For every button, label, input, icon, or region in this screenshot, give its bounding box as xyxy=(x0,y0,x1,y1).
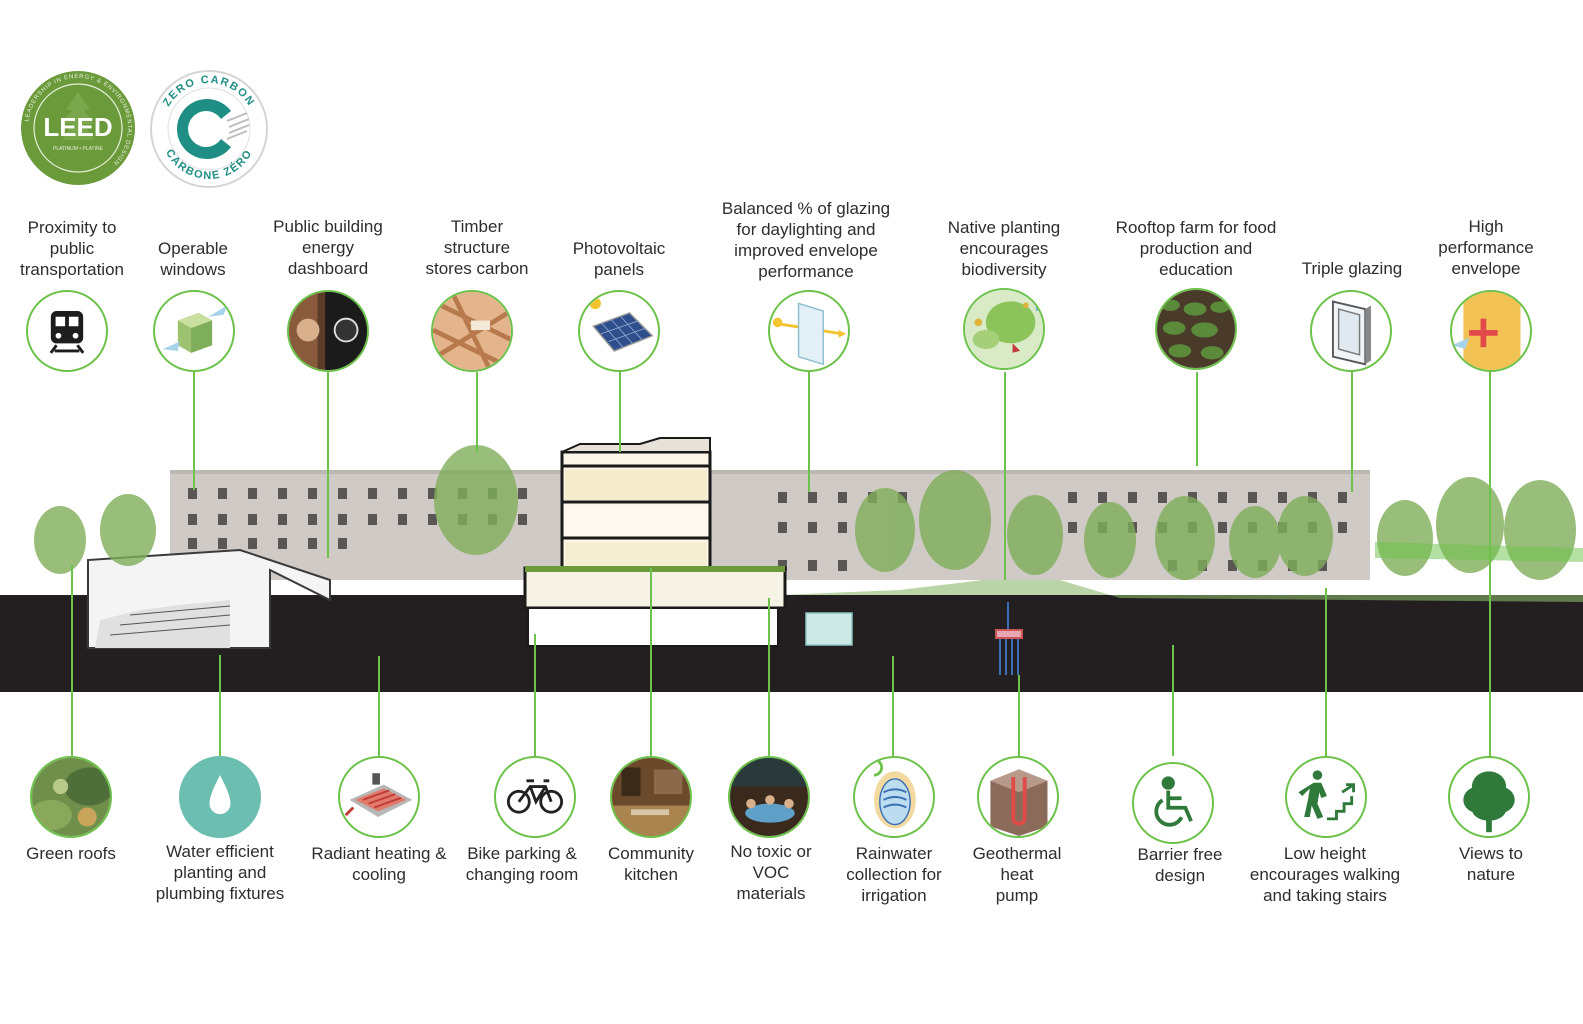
leader-line xyxy=(219,655,221,756)
feature-label-water: Water efficient planting and plumbing fi… xyxy=(155,842,285,903)
leader-line xyxy=(327,372,329,558)
water-drop-icon xyxy=(179,756,261,838)
feature-label-planting: Native planting encourages biodiversity xyxy=(947,218,1061,279)
leader-line xyxy=(1489,372,1491,756)
feature-label-triple-glazing: Triple glazing xyxy=(1301,259,1403,278)
feature-label-rooftop-farm: Rooftop farm for food production and edu… xyxy=(1115,218,1277,279)
leader-line xyxy=(808,372,810,492)
leader-line xyxy=(1196,372,1198,466)
leader-line xyxy=(476,372,478,452)
leader-line xyxy=(768,598,770,756)
leed-sub-text: PLATINUM • PLATINE xyxy=(53,146,104,152)
leed-badge: LEADERSHIP IN ENERGY & ENVIRONMENTAL DES… xyxy=(20,70,136,186)
feature-label-barrier-free: Barrier free design xyxy=(1137,845,1223,885)
leader-line xyxy=(534,634,536,756)
glass-sun-icon xyxy=(768,290,850,372)
bicycle-icon xyxy=(494,756,576,838)
leader-line xyxy=(1325,588,1327,756)
feature-label-timber: Timber structure stores carbon xyxy=(425,217,529,278)
solar-panel-icon xyxy=(578,290,660,372)
radiant-slab-icon xyxy=(338,756,420,838)
geothermal-icon xyxy=(977,756,1059,838)
leader-line xyxy=(71,565,73,756)
window-block-icon xyxy=(153,290,235,372)
leader-line xyxy=(650,568,652,756)
bee-plant-icon xyxy=(963,288,1045,370)
feature-label-transport: Proximity to public transportation xyxy=(20,218,124,279)
zero-carbon-badge: ZERO CARBON CARBONE ZÉRO xyxy=(149,69,269,189)
tree-icon xyxy=(1448,756,1530,838)
leader-line xyxy=(1004,372,1006,580)
leader-line xyxy=(378,656,380,756)
kitchen-photo-icon xyxy=(610,756,692,838)
leader-line xyxy=(619,372,621,452)
leader-line xyxy=(1018,675,1020,756)
feature-label-radiant: Radiant heating & cooling xyxy=(311,844,447,884)
dashboard-photo-icon xyxy=(287,290,369,372)
stairs-walker-icon xyxy=(1285,756,1367,838)
feature-label-stairs: Low height encourages walking and taking… xyxy=(1249,844,1401,905)
leader-line xyxy=(1172,645,1174,756)
feature-label-pv: Photovoltaic panels xyxy=(572,239,666,279)
building-section xyxy=(0,437,1583,692)
farm-photo-icon xyxy=(1155,288,1237,370)
envelope-wall-icon xyxy=(1450,290,1532,372)
leader-line xyxy=(1351,372,1353,492)
triple-glazing-icon xyxy=(1310,290,1392,372)
leader-line xyxy=(892,656,894,756)
leed-word: LEED xyxy=(43,112,112,142)
feature-label-geothermal: Geothermal heat pump xyxy=(972,844,1062,905)
feature-label-glazing-balance: Balanced % of glazing for daylighting an… xyxy=(721,199,891,281)
feature-label-bike: Bike parking & changing room xyxy=(465,844,579,884)
feature-label-green-roofs: Green roofs xyxy=(26,844,116,863)
feature-label-windows: Operable windows xyxy=(158,239,228,279)
feature-label-voc: No toxic or VOC materials xyxy=(730,842,812,903)
cistern-icon xyxy=(853,756,935,838)
train-icon xyxy=(26,290,108,372)
feature-label-envelope: High performance envelope xyxy=(1438,217,1534,278)
feature-label-views: Views to nature xyxy=(1459,844,1523,884)
wheelchair-icon xyxy=(1132,762,1214,844)
feature-label-rainwater: Rainwater collection for irrigation xyxy=(846,844,942,905)
interior-photo-icon xyxy=(728,756,810,838)
feature-label-dashboard: Public building energy dashboard xyxy=(273,217,383,278)
green-roof-photo-icon xyxy=(30,756,112,838)
feature-label-kitchen: Community kitchen xyxy=(608,844,694,884)
timber-photo-icon xyxy=(431,290,513,372)
leader-line xyxy=(193,372,195,490)
